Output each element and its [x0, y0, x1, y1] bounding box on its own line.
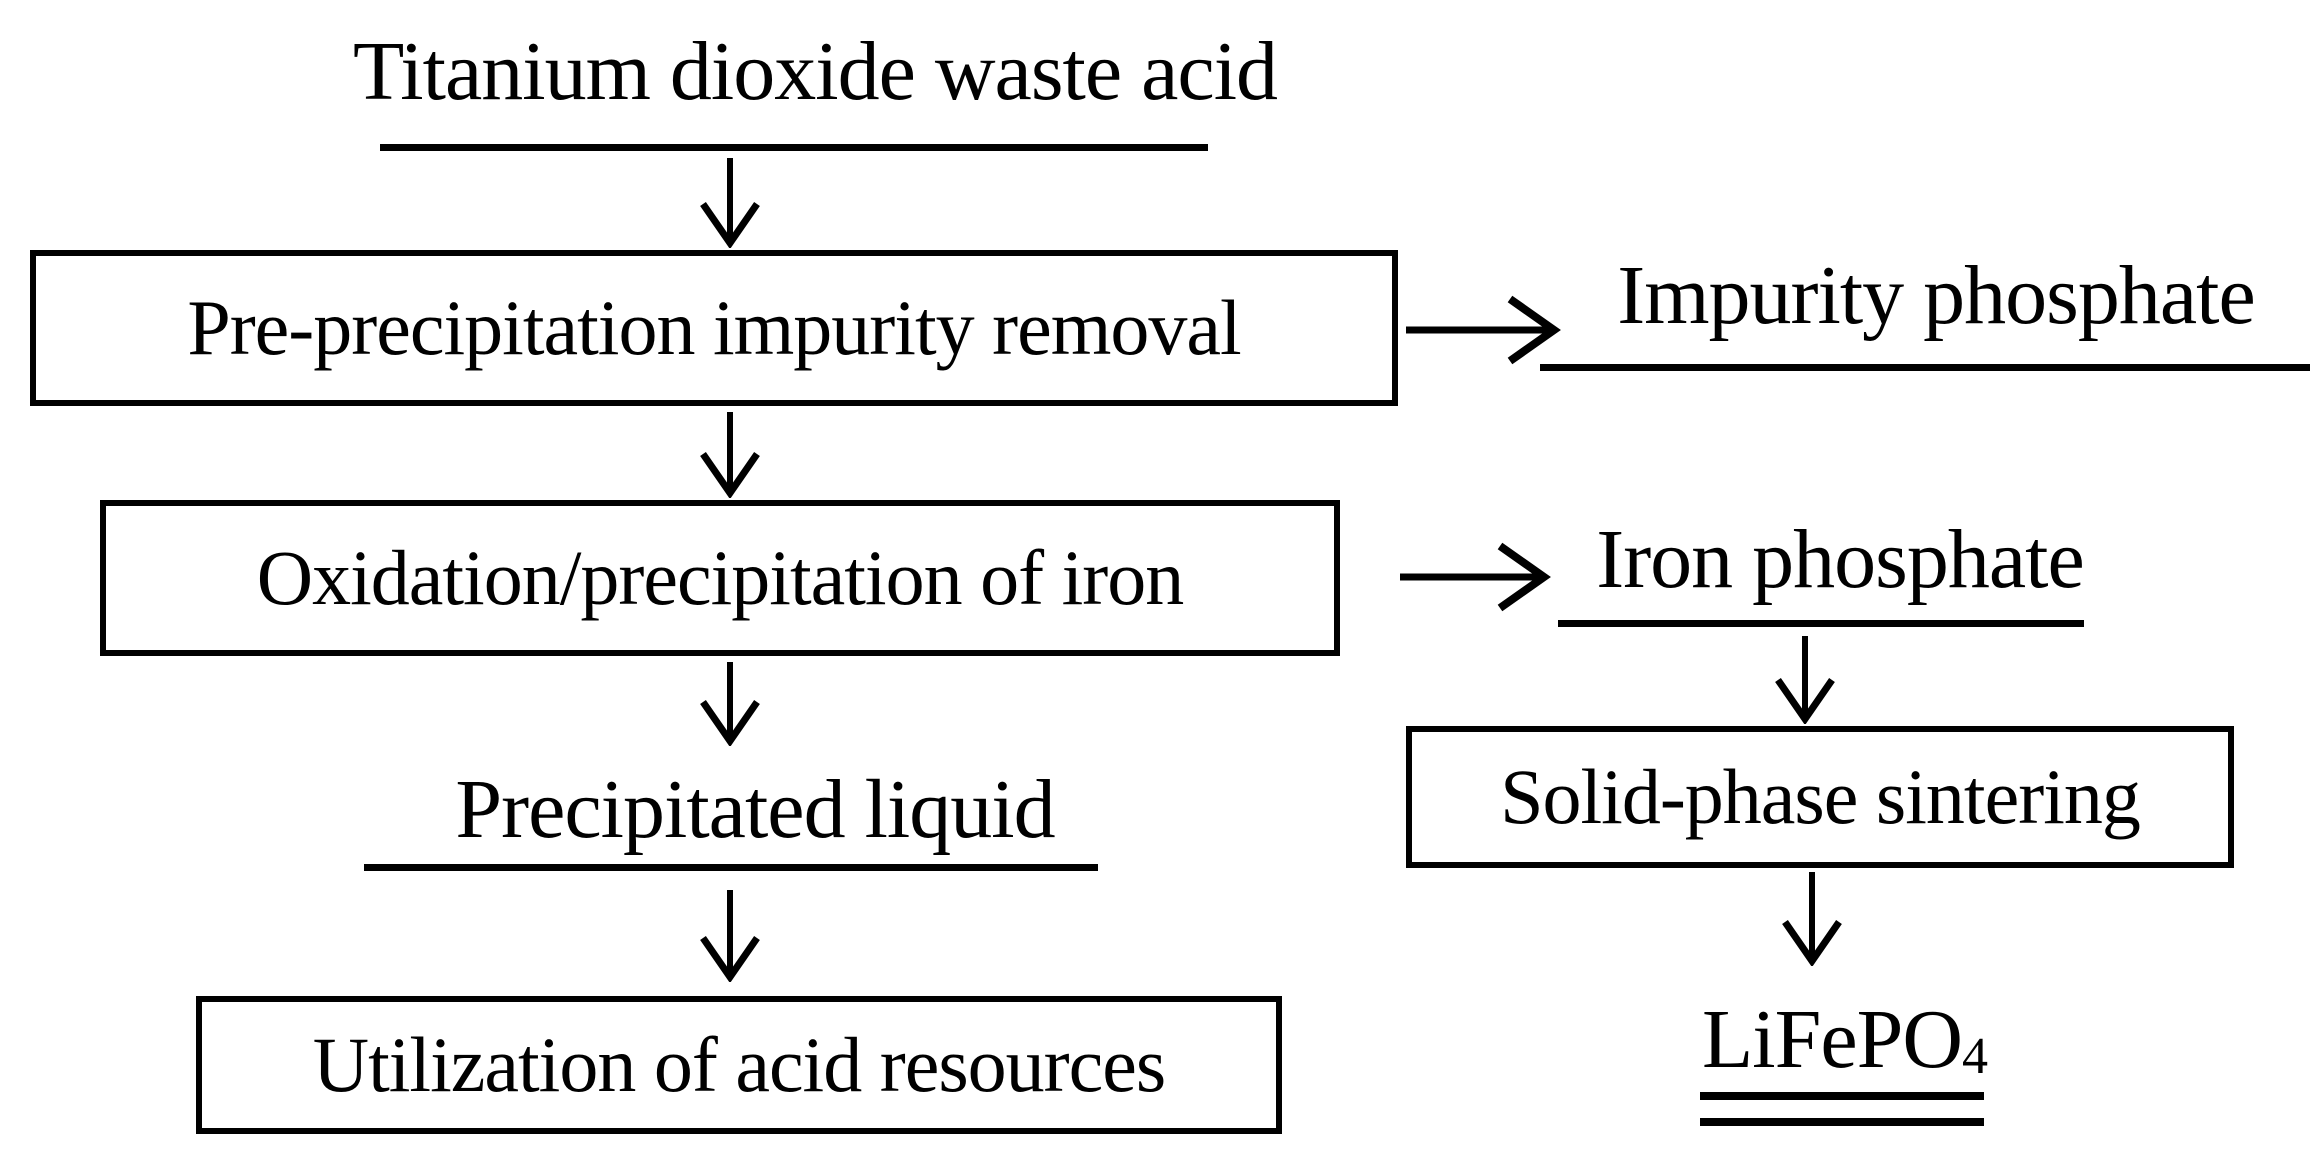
node-impurity-phosphate-label: Impurity phosphate [1617, 249, 2256, 342]
arrow-right-oxidation-to-iron-phosphate-icon [1398, 535, 1554, 619]
arrow-down-precipitated-liquid-to-utilization-icon [690, 888, 770, 982]
node-solid-phase-sintering-box: Solid-phase sintering [1406, 726, 2234, 868]
node-lifepo4-underline-bottom [1700, 1118, 1984, 1126]
node-lifepo4-underline-top [1700, 1092, 1984, 1100]
lifepo4-formula-base: LiFePO [1701, 993, 1963, 1086]
node-solid-phase-sintering-label: Solid-phase sintering [1500, 753, 2141, 840]
arrow-down-iron-phosphate-to-sintering-icon [1765, 634, 1845, 724]
arrow-down-pre-precipitation-to-oxidation-icon [690, 410, 770, 498]
node-waste-acid-label: Titanium dioxide waste acid [352, 25, 1278, 118]
arrow-down-oxidation-to-precipitated-liquid-icon [690, 660, 770, 746]
arrow-down-sintering-to-lifepo4-icon [1772, 870, 1852, 966]
lifepo4-formula-subscript: 4 [1961, 1028, 1989, 1086]
node-oxidation-box: Oxidation/precipitation of iron [100, 500, 1340, 656]
node-acid-utilization-label: Utilization of acid resources [312, 1021, 1166, 1108]
node-lifepo4-label: LiFePO4 [1655, 993, 2035, 1086]
node-impurity-phosphate-underline [1540, 364, 2310, 371]
node-acid-utilization-box: Utilization of acid resources [196, 996, 1282, 1134]
node-iron-phosphate-label: Iron phosphate [1596, 513, 2085, 606]
node-waste-acid-underline [380, 144, 1208, 151]
arrow-right-pre-precipitation-to-impurity-phosphate-icon [1404, 288, 1564, 372]
node-oxidation-label: Oxidation/precipitation of iron [256, 534, 1184, 621]
node-pre-precipitation-box: Pre-precipitation impurity removal [30, 250, 1398, 406]
arrow-down-waste-acid-to-pre-precipitation-icon [690, 156, 770, 248]
node-precipitated-liquid-label: Precipitated liquid [455, 763, 1055, 856]
node-pre-precipitation-label: Pre-precipitation impurity removal [187, 284, 1241, 371]
node-iron-phosphate-underline [1558, 620, 2084, 627]
node-precipitated-liquid-underline [364, 864, 1098, 871]
